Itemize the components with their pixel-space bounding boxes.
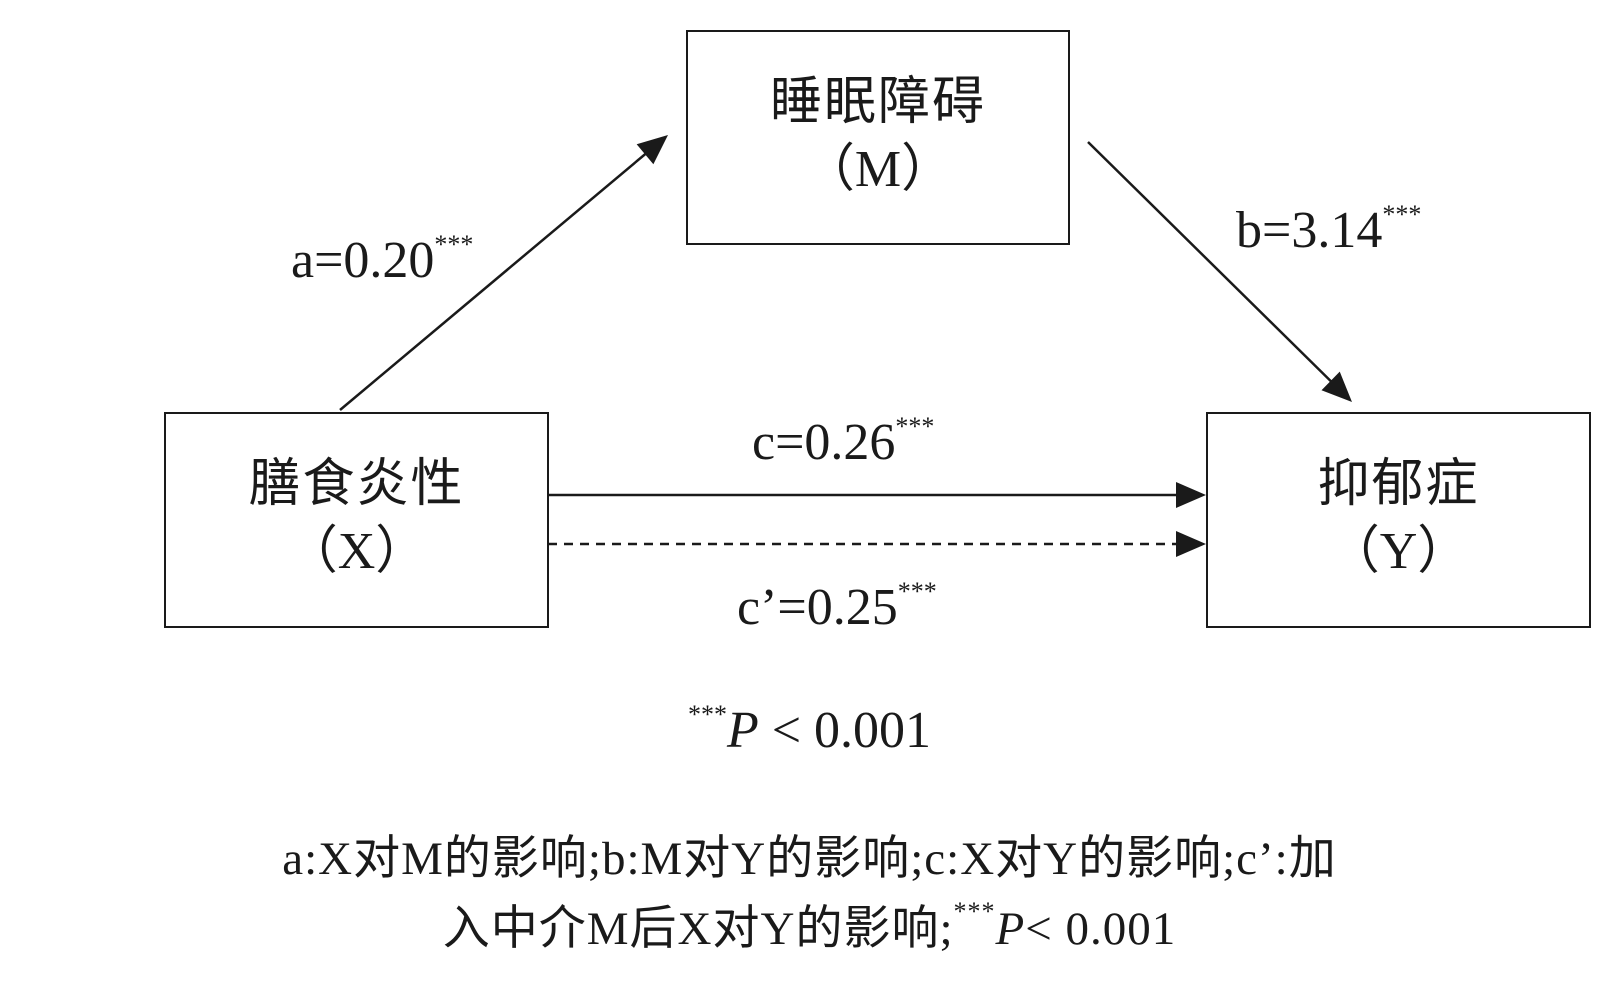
path-b-label: b=3.14*** (1236, 202, 1421, 259)
node-independent: 膳食炎性 （X） (164, 412, 549, 628)
path-b-arrowhead (1321, 371, 1352, 402)
node-dependent-abbr: （Y） (1327, 523, 1470, 581)
path-a-coef: a=0.20 (291, 232, 435, 289)
caption-line-2-stars: *** (953, 897, 996, 926)
path-c-prime-arrowhead (1176, 531, 1206, 557)
caption-line-2-p: P (995, 903, 1026, 955)
caption-line-1: a:X对M的影响;b:M对Y的影响;c:X对Y的影响;c’:加 (0, 825, 1619, 893)
path-c-label: c=0.26*** (752, 414, 934, 471)
significance-p: P (726, 702, 759, 759)
node-mediator: 睡眠障碍 （M） (686, 30, 1070, 245)
path-c-prime-coef: c’=0.25 (737, 579, 898, 636)
path-c-prime-sig: *** (897, 577, 937, 606)
path-a-label: a=0.20*** (291, 232, 473, 289)
path-b-coef: b=3.14 (1236, 202, 1383, 259)
significance-note: ***P < 0.001 (0, 702, 1619, 759)
path-b-arrow (1087, 141, 1333, 384)
path-c-sig: *** (895, 412, 935, 441)
path-a-arrow (339, 152, 648, 411)
path-a-arrowhead (636, 135, 668, 165)
caption-line-2-rest: < 0.001 (1025, 903, 1177, 955)
path-b-sig: *** (1382, 200, 1422, 229)
node-dependent-name: 抑郁症 (1317, 456, 1480, 514)
node-independent-name: 膳食炎性 (248, 456, 465, 514)
path-a-sig: *** (434, 230, 474, 259)
significance-threshold: < 0.001 (758, 702, 932, 759)
caption-line-1-text: a:X对M的影响;b:M对Y的影响;c:X对Y的影响;c’:加 (282, 833, 1337, 885)
node-mediator-abbr: （M） (802, 140, 954, 198)
node-mediator-name: 睡眠障碍 (769, 73, 986, 131)
path-c-coef: c=0.26 (752, 414, 896, 471)
caption-line-2-text: 入中介M后X对Y的影响; (442, 903, 954, 955)
caption-line-2: 入中介M后X对Y的影响;***P< 0.001 (0, 895, 1619, 963)
node-independent-abbr: （X） (285, 523, 428, 581)
significance-stars: *** (687, 700, 727, 729)
path-c-arrowhead (1176, 482, 1206, 508)
node-dependent: 抑郁症 （Y） (1206, 412, 1591, 628)
path-c-prime-label: c’=0.25*** (737, 579, 937, 636)
